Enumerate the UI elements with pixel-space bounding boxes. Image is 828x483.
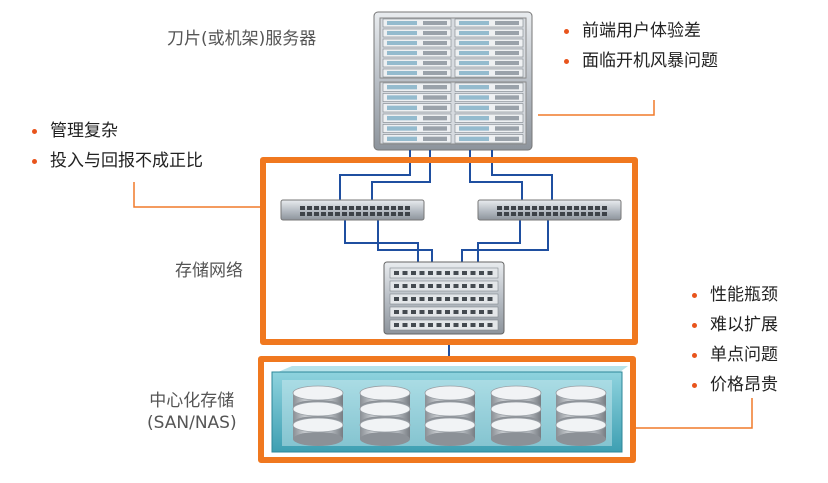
central-storage-label-line1: 中心化存储 bbox=[149, 391, 235, 411]
blade-slots bbox=[382, 18, 524, 144]
central-storage-highlight-box bbox=[258, 356, 636, 463]
storage-network-label: 存储网络 bbox=[175, 261, 243, 281]
list-item: 单点问题 bbox=[690, 340, 778, 370]
storage-network-highlight-box bbox=[260, 157, 638, 345]
list-item: 性能瓶颈 bbox=[690, 280, 778, 310]
management-issues-list: 管理复杂 投入与回报不成正比 bbox=[30, 116, 203, 176]
blade-server-label: 刀片(或机架)服务器 bbox=[167, 29, 317, 49]
disk-stacks bbox=[292, 385, 607, 446]
network-cables bbox=[339, 150, 553, 262]
list-item: 面临开机风暴问题 bbox=[562, 46, 718, 76]
callout-line-management bbox=[133, 182, 262, 208]
server-issues-list: 前端用户体验差 面临开机风暴问题 bbox=[562, 16, 718, 76]
central-storage-label-line2: (SAN/NAS) bbox=[147, 413, 237, 433]
director-switch bbox=[383, 261, 505, 335]
storage-issues-list: 性能瓶颈 难以扩展 单点问题 价格昂贵 bbox=[690, 280, 778, 400]
blade-server-rack bbox=[373, 11, 533, 151]
list-item: 价格昂贵 bbox=[690, 370, 778, 400]
fibre-switch-left bbox=[280, 199, 425, 221]
list-item: 管理复杂 bbox=[30, 116, 203, 146]
callout-line-storage bbox=[634, 398, 753, 429]
central-storage-label: 中心化存储 (SAN/NAS) bbox=[147, 390, 237, 434]
callout-lines bbox=[133, 100, 753, 429]
callout-line-server bbox=[538, 100, 655, 116]
list-item: 前端用户体验差 bbox=[562, 16, 718, 46]
list-item: 难以扩展 bbox=[690, 310, 778, 340]
fibre-switch-right bbox=[477, 199, 622, 221]
director-switch-line-cards bbox=[389, 267, 499, 331]
list-item: 投入与回报不成正比 bbox=[30, 146, 203, 176]
